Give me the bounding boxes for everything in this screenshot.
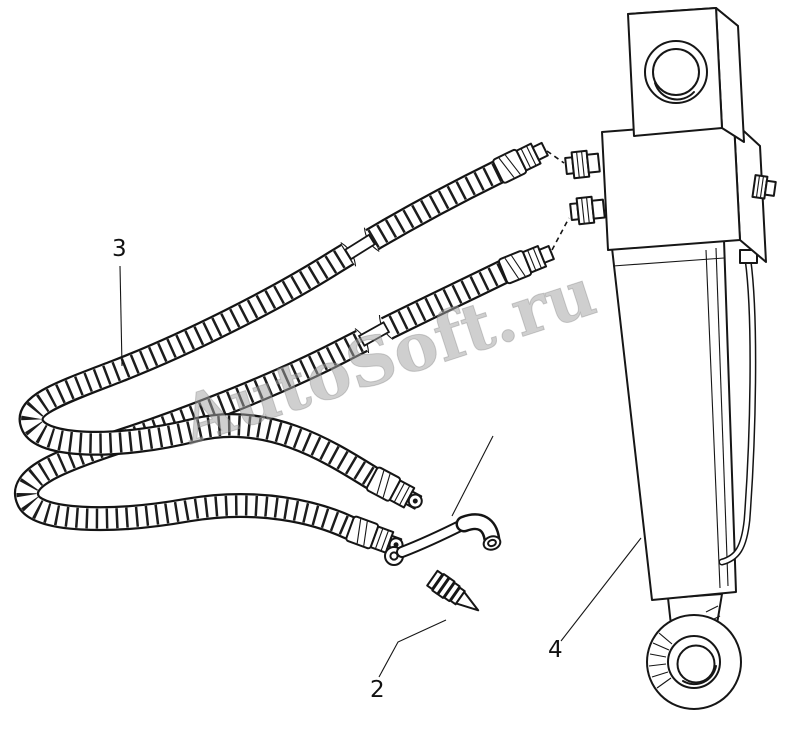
hose-break xyxy=(354,314,394,354)
cylinder-head-block xyxy=(601,121,777,263)
port-adapter-lower xyxy=(569,195,606,226)
callouts: 3 2 4 xyxy=(112,236,642,703)
threaded-adapter xyxy=(426,569,480,612)
leader-line-3 xyxy=(119,265,123,367)
hydraulic-cylinder xyxy=(564,7,777,710)
eye-hatching xyxy=(648,632,673,689)
leader-line-4 xyxy=(560,537,642,642)
hose-break xyxy=(340,226,380,268)
part-label-3: 3 xyxy=(112,236,127,262)
side-bolt xyxy=(751,174,777,200)
hose-fitting-top xyxy=(492,141,549,184)
assembly-dash-upper xyxy=(546,150,565,164)
hose-fitting-top xyxy=(498,245,555,285)
cylinder-rod-eye xyxy=(646,593,742,710)
port-adapter-upper xyxy=(564,149,601,180)
assembly-dash-lower xyxy=(551,217,570,251)
leader-line-elbow xyxy=(451,435,494,517)
external-pipe xyxy=(718,249,758,566)
part-label-4: 4 xyxy=(548,637,563,663)
hose-lower xyxy=(14,245,555,554)
part-label-2: 2 xyxy=(370,677,385,703)
hose-upper xyxy=(18,141,549,510)
leader-line-2 xyxy=(378,619,447,678)
hose-fitting-bottom xyxy=(365,466,423,510)
elbow-union xyxy=(384,513,502,566)
cylinder-top-clevis xyxy=(627,7,745,143)
cylinder-barrel xyxy=(611,239,737,601)
watermark-text: AutoSoft.ru xyxy=(170,253,604,460)
